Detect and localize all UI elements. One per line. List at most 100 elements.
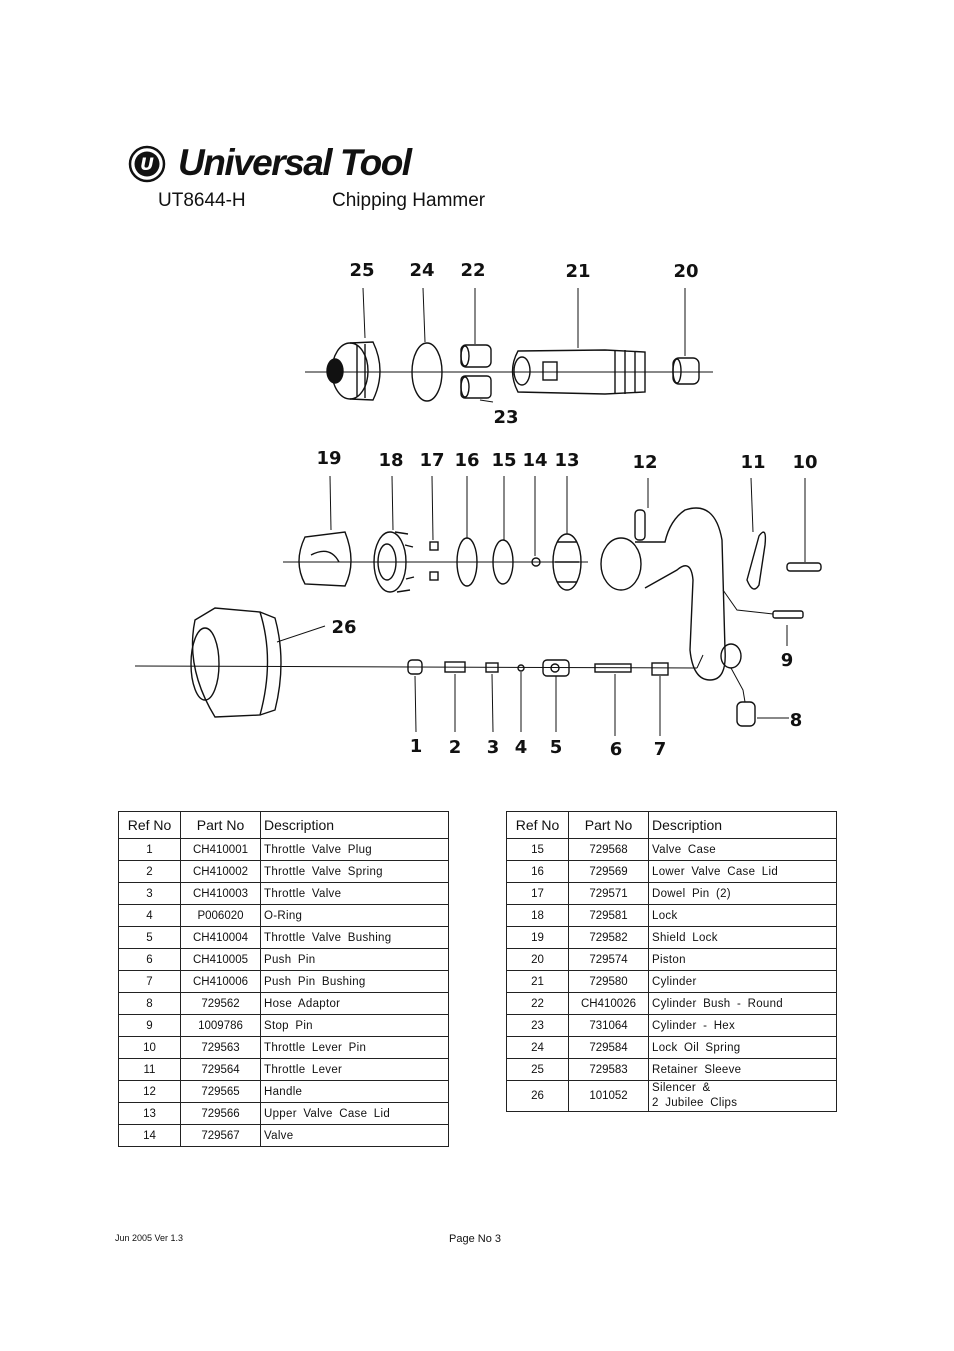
part-no-cell: CH410002	[180, 860, 261, 883]
part-23-cylinder-hex-drawing	[460, 375, 492, 399]
ref-no-cell: 25	[506, 1058, 569, 1081]
ref-no-cell: 20	[506, 948, 569, 971]
part-7-push-pin-bushing-drawing	[651, 662, 669, 676]
column-header-part-no: Part No	[568, 811, 649, 839]
ref-no-cell: 14	[118, 1124, 181, 1147]
table-header-row: Ref No Part No Description	[506, 811, 837, 839]
description-cell: Valve	[260, 1124, 449, 1147]
ref-no-cell: 6	[118, 948, 181, 971]
part-no-cell: 729569	[568, 860, 649, 883]
ref-no-cell: 13	[118, 1102, 181, 1125]
part-no-cell: 1009786	[180, 1014, 261, 1037]
part-no-cell: 101052	[568, 1080, 649, 1112]
description-cell: Dowel Pin (2)	[648, 882, 837, 905]
callout-26: 26	[331, 617, 356, 638]
part-8-hose-adaptor-drawing	[720, 643, 756, 727]
part-no-cell: 729584	[568, 1036, 649, 1059]
part-14-valve-drawing	[531, 557, 541, 567]
part-no-cell: 729568	[568, 838, 649, 861]
callout-3: 3	[487, 737, 500, 758]
part-25-retainer-sleeve-drawing	[326, 341, 381, 401]
part-no-cell: 731064	[568, 1014, 649, 1037]
callout-9: 9	[781, 650, 794, 671]
part-19-shield-lock-drawing	[298, 531, 352, 587]
ref-no-cell: 15	[506, 838, 569, 861]
part-no-cell: 729574	[568, 948, 649, 971]
callout-2: 2	[449, 737, 462, 758]
part-no-cell: P006020	[180, 904, 261, 927]
part-17-dowel-pins-drawing	[429, 541, 439, 581]
part-3-throttle-valve-drawing	[485, 662, 499, 673]
callout-10: 10	[792, 452, 817, 473]
logo-letter: U	[140, 155, 154, 175]
description-cell: Push Pin Bushing	[260, 970, 449, 993]
callout-17: 17	[419, 450, 444, 471]
description-cell: Piston	[648, 948, 837, 971]
callout-6: 6	[610, 739, 623, 760]
callout-20: 20	[673, 261, 698, 282]
part-no-cell: 729562	[180, 992, 261, 1015]
part-15-valve-case-drawing	[492, 539, 514, 585]
part-no-cell: 729567	[180, 1124, 261, 1147]
callout-24: 24	[409, 260, 434, 281]
part-13-upper-valve-case-lid-drawing	[552, 533, 582, 591]
ref-no-cell: 2	[118, 860, 181, 883]
part-no-cell: 729580	[568, 970, 649, 993]
part-no-cell: CH410026	[568, 992, 649, 1015]
callout-21: 21	[565, 261, 590, 282]
part-no-cell: CH410003	[180, 882, 261, 905]
part-22-cylinder-bush-drawing	[460, 344, 492, 368]
product-name: Chipping Hammer	[332, 190, 486, 211]
callout-18: 18	[378, 450, 403, 471]
table-header-row: Ref No Part No Description	[118, 811, 449, 839]
part-24-lock-oil-spring-drawing	[411, 342, 443, 402]
ref-no-cell: 3	[118, 882, 181, 905]
part-6-push-pin-drawing	[594, 663, 632, 673]
ref-no-cell: 8	[118, 992, 181, 1015]
description-cell: Throttle Valve Spring	[260, 860, 449, 883]
part-26-silencer-drawing	[190, 607, 282, 718]
ref-no-cell: 18	[506, 904, 569, 927]
description-cell: Stop Pin	[260, 1014, 449, 1037]
ref-no-cell: 16	[506, 860, 569, 883]
part-no-cell: 729582	[568, 926, 649, 949]
callout-7: 7	[654, 739, 667, 760]
part-no-cell: 729583	[568, 1058, 649, 1081]
part-no-cell: CH410006	[180, 970, 261, 993]
description-cell: Lock	[648, 904, 837, 927]
part-no-cell: 729565	[180, 1080, 261, 1103]
description-cell: Lower Valve Case Lid	[648, 860, 837, 883]
description-cell: Retainer Sleeve	[648, 1058, 837, 1081]
ref-no-cell: 11	[118, 1058, 181, 1081]
callout-14: 14	[522, 450, 547, 471]
brand-name: Universal Tool	[178, 142, 412, 183]
part-11-throttle-lever-drawing	[746, 531, 767, 590]
description-cell: Valve Case	[648, 838, 837, 861]
ref-no-cell: 4	[118, 904, 181, 927]
part-20-piston-drawing	[672, 357, 700, 385]
callout-19: 19	[316, 448, 341, 469]
page-number: Page No 3	[449, 1233, 501, 1245]
description-cell: Push Pin	[260, 948, 449, 971]
ref-no-cell: 22	[506, 992, 569, 1015]
model-number: UT8644-H	[158, 190, 246, 211]
ref-no-cell: 26	[506, 1080, 569, 1112]
ref-no-cell: 5	[118, 926, 181, 949]
callout-25: 25	[349, 260, 374, 281]
description-cell: Lock Oil Spring	[648, 1036, 837, 1059]
